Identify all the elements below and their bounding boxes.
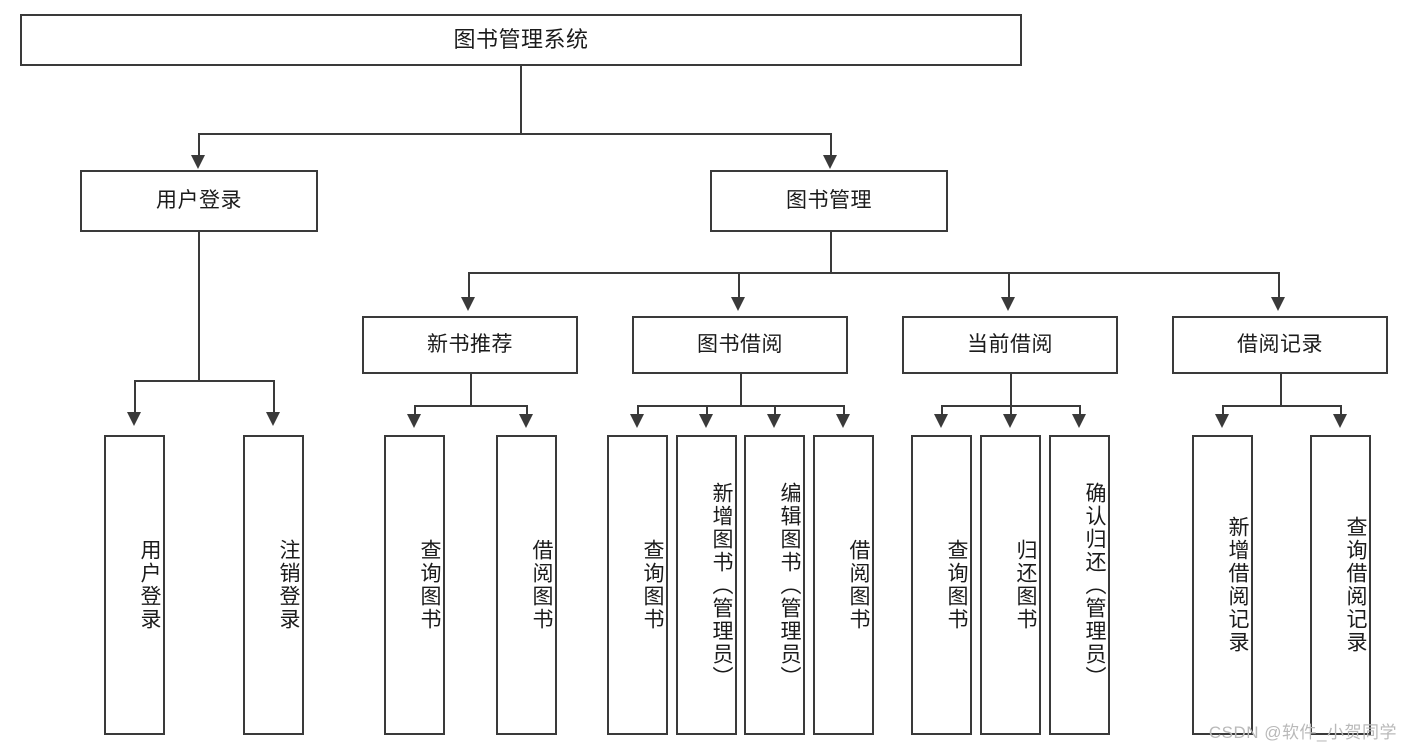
connector-borrow-record-stem	[1280, 374, 1282, 405]
connector-root-to-book-management	[830, 133, 832, 157]
arrow-down-icon	[823, 155, 837, 169]
connector-book-management-stem	[830, 232, 832, 272]
connector-br-leaf-2	[1340, 405, 1342, 416]
node-label: 用户登录	[138, 539, 161, 631]
connector-bb-leaf-3	[774, 405, 776, 416]
node-new-book-recommend[interactable]: 新书推荐	[362, 316, 578, 374]
arrow-down-icon	[699, 414, 713, 428]
connector-user-login-bus	[134, 380, 273, 382]
node-label: 新书推荐	[427, 333, 513, 357]
node-label: 图书管理系统	[453, 26, 589, 52]
leaf-add-book[interactable]: 新增图书（管理员）	[676, 435, 737, 735]
connector-book-borrow-bus	[637, 405, 843, 407]
connector-bb-leaf-1	[637, 405, 639, 416]
connector-root-stem	[520, 66, 522, 133]
node-label: 确认归还（管理员）	[1083, 481, 1106, 689]
connector-borrow-record-bus	[1222, 405, 1340, 407]
node-label: 借阅记录	[1237, 333, 1323, 357]
connector-bb-leaf-4	[843, 405, 845, 416]
arrow-down-icon	[407, 414, 421, 428]
connector-root-to-user-login	[198, 133, 200, 157]
connector-level3-bus	[468, 272, 1280, 274]
node-root-system[interactable]: 图书管理系统	[20, 14, 1022, 66]
arrow-down-icon	[127, 412, 141, 426]
connector-book-borrow-stem	[740, 374, 742, 405]
node-label: 查询借阅记录	[1344, 516, 1367, 654]
leaf-query-book-1[interactable]: 查询图书	[384, 435, 445, 735]
arrow-down-icon	[191, 155, 205, 169]
connector-cb-leaf-2	[1010, 405, 1012, 416]
arrow-down-icon	[1215, 414, 1229, 428]
arrow-down-icon	[731, 297, 745, 311]
connector-user-login-leaf-1	[134, 380, 136, 414]
leaf-query-record[interactable]: 查询借阅记录	[1310, 435, 1371, 735]
node-label: 归还图书	[1014, 539, 1037, 631]
node-borrow-record[interactable]: 借阅记录	[1172, 316, 1388, 374]
arrow-down-icon	[934, 414, 948, 428]
node-label: 当前借阅	[967, 333, 1053, 357]
leaf-return-book[interactable]: 归还图书	[980, 435, 1041, 735]
connector-nbr-leaf-2	[526, 405, 528, 416]
node-book-management[interactable]: 图书管理	[710, 170, 948, 232]
leaf-borrow-book-2[interactable]: 借阅图书	[813, 435, 874, 735]
node-label: 新增借阅记录	[1226, 516, 1249, 654]
leaf-edit-book[interactable]: 编辑图书（管理员）	[744, 435, 805, 735]
connector-current-borrow-stem	[1010, 374, 1012, 405]
arrow-down-icon	[1271, 297, 1285, 311]
leaf-user-login[interactable]: 用户登录	[104, 435, 165, 735]
connector-cb-leaf-3	[1079, 405, 1081, 416]
connector-user-login-stem	[198, 232, 200, 380]
connector-nbr-leaf-1	[414, 405, 416, 416]
arrow-down-icon	[630, 414, 644, 428]
node-label: 借阅图书	[530, 539, 553, 631]
arrow-down-icon	[1001, 297, 1015, 311]
connector-to-borrow-record	[1278, 272, 1280, 299]
arrow-down-icon	[1003, 414, 1017, 428]
node-label: 编辑图书（管理员）	[778, 481, 801, 689]
node-label: 查询图书	[418, 539, 441, 631]
node-current-borrow[interactable]: 当前借阅	[902, 316, 1118, 374]
leaf-borrow-book-1[interactable]: 借阅图书	[496, 435, 557, 735]
connector-br-leaf-1	[1222, 405, 1224, 416]
node-label: 图书管理	[786, 189, 872, 213]
connector-new-book-recommend-stem	[470, 374, 472, 405]
connector-to-current-borrow	[1008, 272, 1010, 299]
arrow-down-icon	[836, 414, 850, 428]
node-label: 新增图书（管理员）	[710, 481, 733, 689]
connector-cb-leaf-1	[941, 405, 943, 416]
arrow-down-icon	[767, 414, 781, 428]
node-label: 用户登录	[156, 189, 242, 213]
arrow-down-icon	[461, 297, 475, 311]
node-label: 借阅图书	[847, 539, 870, 631]
connector-new-book-recommend-bus	[414, 405, 526, 407]
connector-to-book-borrow	[738, 272, 740, 299]
arrow-down-icon	[1072, 414, 1086, 428]
connector-to-new-book-recommend	[468, 272, 470, 299]
node-label: 查询图书	[641, 539, 664, 631]
connector-user-login-leaf-2	[273, 380, 275, 414]
connector-bb-leaf-2	[706, 405, 708, 416]
leaf-query-book-3[interactable]: 查询图书	[911, 435, 972, 735]
node-label: 查询图书	[945, 539, 968, 631]
connector-root-bus	[198, 133, 832, 135]
node-label: 图书借阅	[697, 333, 783, 357]
leaf-confirm-return[interactable]: 确认归还（管理员）	[1049, 435, 1110, 735]
arrow-down-icon	[1333, 414, 1347, 428]
leaf-add-record[interactable]: 新增借阅记录	[1192, 435, 1253, 735]
leaf-logout-login[interactable]: 注销登录	[243, 435, 304, 735]
arrow-down-icon	[266, 412, 280, 426]
node-book-borrow[interactable]: 图书借阅	[632, 316, 848, 374]
leaf-query-book-2[interactable]: 查询图书	[607, 435, 668, 735]
node-user-login[interactable]: 用户登录	[80, 170, 318, 232]
arrow-down-icon	[519, 414, 533, 428]
node-label: 注销登录	[277, 539, 300, 631]
